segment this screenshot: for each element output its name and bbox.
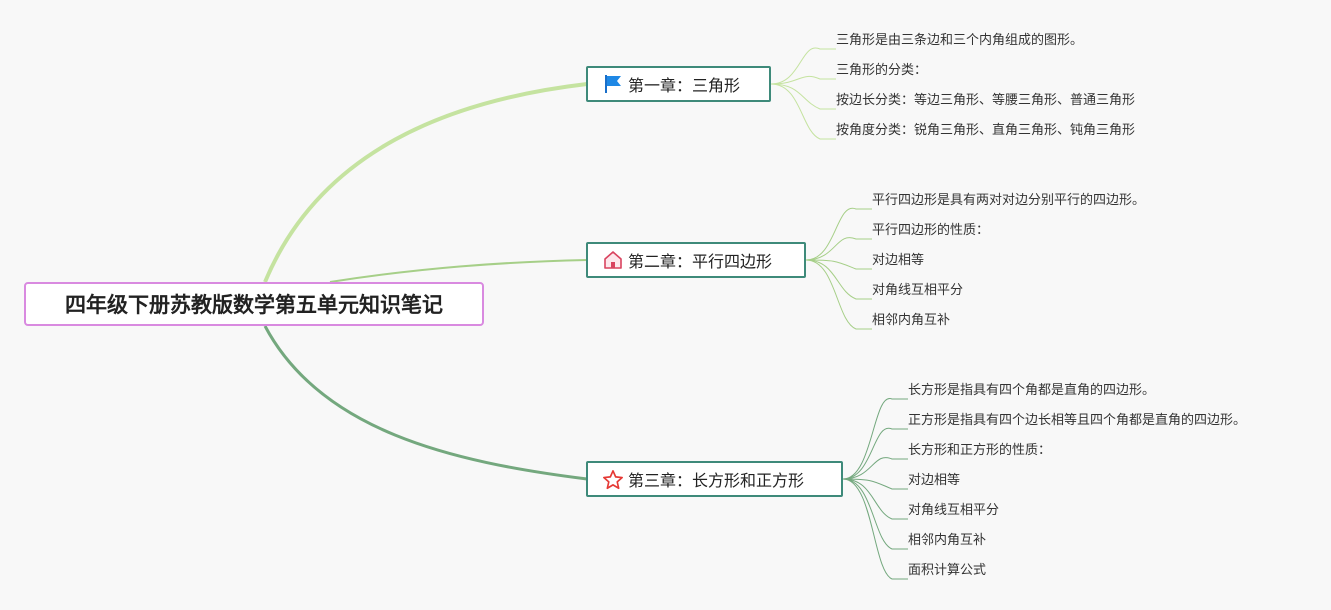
branch-chapter-3[interactable]: 第三章：长方形和正方形 xyxy=(586,461,843,497)
leaf-connector xyxy=(805,237,872,261)
branch-1-title: 第一章：三角形 xyxy=(628,76,741,95)
branch-chapter-1[interactable]: 第一章：三角形 xyxy=(586,66,771,102)
leaf-item: 三角形是由三条边和三个内角组成的图形。 xyxy=(836,33,1084,48)
leaf-connector xyxy=(770,83,836,140)
leaf-item: 对角线互相平分 xyxy=(908,503,1000,518)
leaf-connector xyxy=(805,207,872,261)
leaf-connector xyxy=(770,47,836,85)
leaf-item: 面积计算公式 xyxy=(908,563,987,578)
leaf-connector xyxy=(805,259,872,300)
leaf-connector xyxy=(805,259,872,330)
leaf-item: 平行四边形的性质： xyxy=(872,223,990,238)
leaf-item: 按角度分类：锐角三角形、直角三角形、钝角三角形 xyxy=(836,123,1136,138)
connector-branch-2 xyxy=(329,259,588,283)
leaf-item: 按边长分类：等边三角形、等腰三角形、普通三角形 xyxy=(836,93,1136,108)
connector-branch-3 xyxy=(263,325,588,481)
root-title: 四年级下册苏教版数学第五单元知识笔记 xyxy=(65,293,443,317)
branch-3-title: 第三章：长方形和正方形 xyxy=(628,471,805,490)
leaf-connector xyxy=(842,478,908,520)
branch-chapter-2[interactable]: 第二章：平行四边形 xyxy=(586,242,806,278)
leaf-connector xyxy=(805,259,872,270)
leaf-connector xyxy=(842,457,908,480)
connector-branch-1 xyxy=(263,82,588,283)
leaf-connector xyxy=(770,75,836,85)
leaf-connector xyxy=(842,478,908,490)
flag-icon xyxy=(602,73,624,95)
leaf-item: 对角线互相平分 xyxy=(872,283,964,298)
leaf-item: 对边相等 xyxy=(872,253,925,268)
leaf-item: 对边相等 xyxy=(908,473,961,488)
leaf-connector xyxy=(842,478,908,580)
branch-2-title: 第二章：平行四边形 xyxy=(628,252,773,271)
leaf-item: 相邻内角互补 xyxy=(908,533,987,548)
root-topic[interactable]: 四年级下册苏教版数学第五单元知识笔记 xyxy=(24,282,484,326)
house-icon xyxy=(602,249,624,271)
leaf-item: 长方形是指具有四个角都是直角的四边形。 xyxy=(908,383,1156,398)
leaf-item: 相邻内角互补 xyxy=(872,313,951,328)
leaf-item: 长方形和正方形的性质： xyxy=(908,443,1052,458)
leaf-connector xyxy=(842,478,908,550)
leaf-item: 平行四边形是具有两对对边分别平行的四边形。 xyxy=(872,193,1146,208)
star-icon xyxy=(602,468,624,490)
leaf-item: 三角形的分类： xyxy=(836,63,928,78)
leaf-connector xyxy=(770,83,836,110)
leaf-connector xyxy=(842,398,908,480)
leaf-connector xyxy=(842,427,908,480)
leaf-item: 正方形是指具有四个边长相等且四个角都是直角的四边形。 xyxy=(908,413,1247,428)
